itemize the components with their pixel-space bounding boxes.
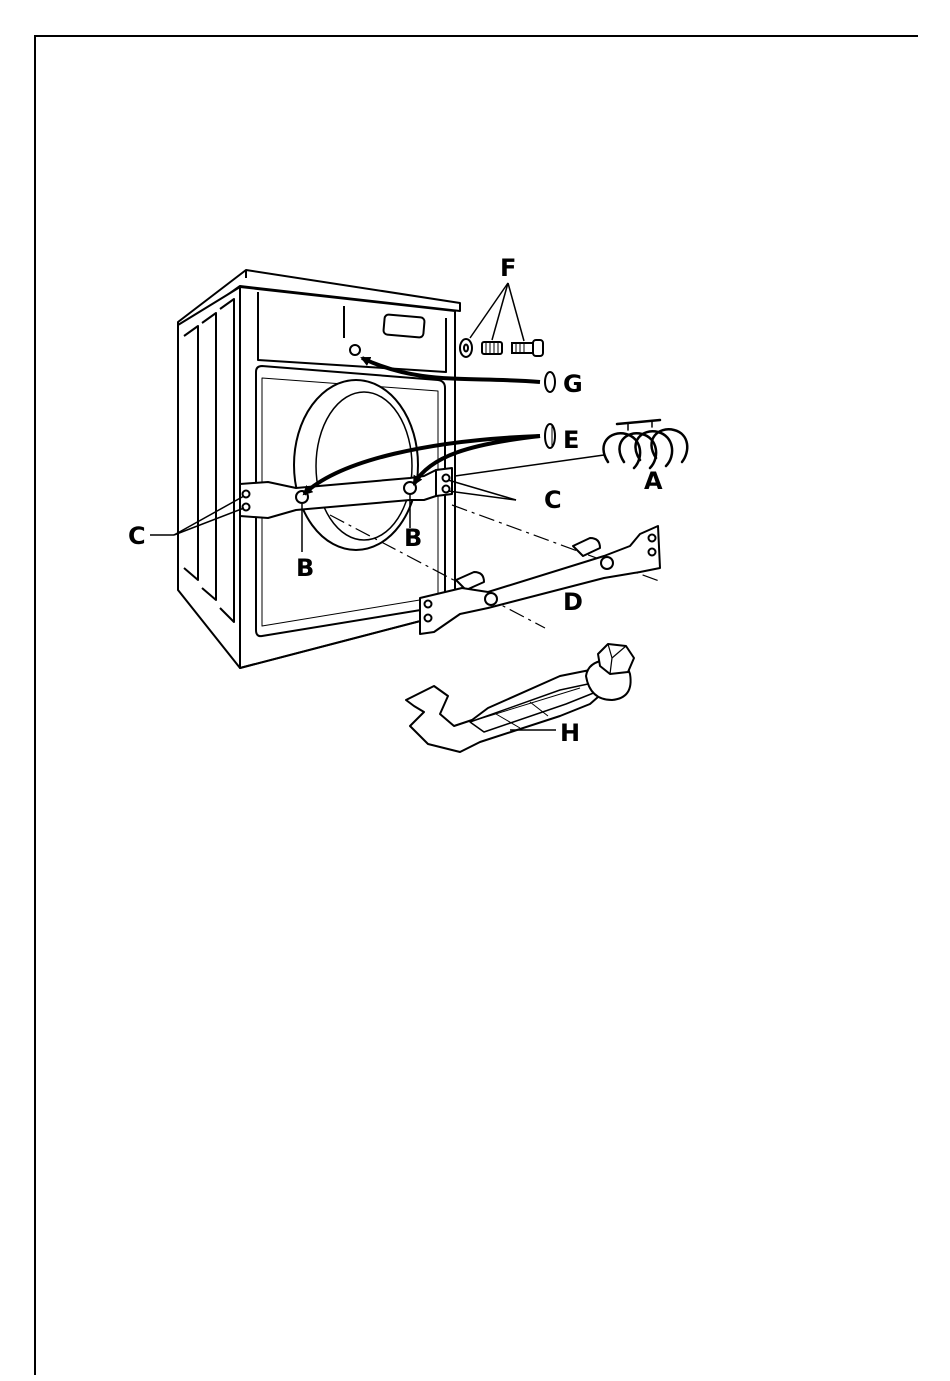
callout-B-left: B	[296, 554, 314, 582]
callout-B-right: B	[404, 524, 422, 552]
washing-machine	[178, 270, 460, 668]
plug-caps	[545, 372, 555, 448]
callout-H: H	[560, 719, 580, 747]
leader-lines-F	[470, 283, 524, 341]
callout-A: A	[644, 467, 663, 495]
callout-D: D	[563, 588, 583, 616]
fixing-parts-F	[460, 339, 543, 357]
callout-C-right: C	[544, 486, 562, 514]
callout-C-left: C	[128, 522, 146, 550]
callout-F: F	[500, 254, 516, 282]
plug-cap-E	[545, 424, 555, 448]
spanner-H	[406, 644, 634, 752]
callout-G: G	[563, 370, 583, 398]
plug-cap-G	[545, 372, 555, 392]
hose-clips-A	[603, 420, 687, 468]
callout-E: E	[563, 426, 579, 454]
